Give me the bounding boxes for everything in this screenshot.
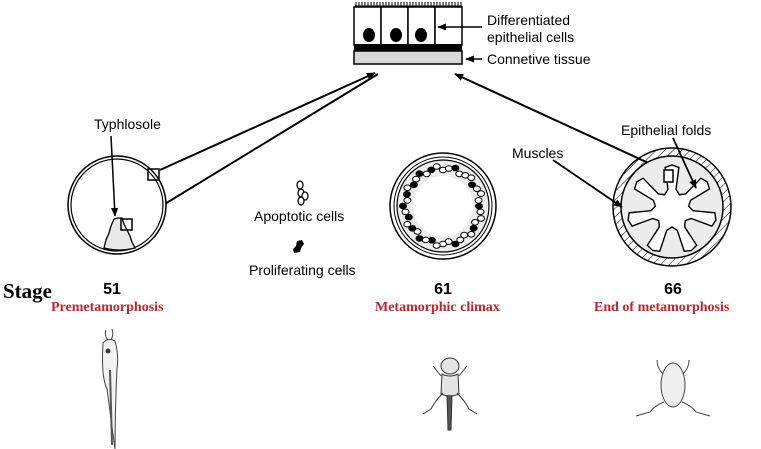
- apoptotic-cell: [477, 190, 485, 197]
- connective-tissue-layer: [353, 50, 463, 65]
- arrow-stage51-outer-to-inset: [159, 72, 376, 171]
- label-typhlosole: Typhlosole: [94, 116, 161, 132]
- metamorphic-froglet-illustration: [422, 357, 478, 431]
- cell-nucleus: [415, 28, 427, 42]
- stage-phase-61: Metamorphic climax: [375, 300, 500, 315]
- froglet-illustration: [635, 359, 711, 417]
- label-differentiated-line1: Differentiated: [487, 12, 571, 28]
- typhlosole-arrow: [110, 135, 119, 217]
- microvilli: [355, 2, 462, 7]
- apoptotic-cell: [456, 236, 465, 244]
- proliferating-cell: [404, 213, 413, 221]
- proliferating-cell: [402, 191, 411, 198]
- apoptotic-cell: [432, 242, 441, 249]
- apoptotic-cell: [403, 184, 412, 192]
- apoptotic-cell: [474, 197, 483, 204]
- apoptotic-cells-glyph: [296, 180, 309, 206]
- tadpole-illustration: [102, 328, 119, 449]
- proliferating-cell: [415, 170, 424, 177]
- label-epithelial-folds: Epithelial folds: [621, 122, 712, 138]
- muscles-arrow: [552, 159, 623, 208]
- proliferating-cell: [451, 164, 460, 172]
- stage-number-61: 61: [434, 281, 452, 298]
- legend-apoptotic-label: Apoptotic cells: [254, 208, 345, 224]
- epithelial-cell: [434, 6, 463, 46]
- epithelial-folds-arrow: [672, 137, 697, 189]
- apoptotic-cell: [403, 220, 412, 228]
- proliferating-cell: [468, 181, 477, 189]
- cell-nucleus: [390, 28, 402, 42]
- detail-box: [663, 169, 674, 183]
- label-muscles: Muscles: [512, 145, 564, 161]
- apoptotic-cell: [460, 231, 469, 239]
- proliferating-cells-glyph: [293, 240, 304, 253]
- proliferating-cell: [427, 166, 436, 174]
- detail-box-inner: [120, 218, 133, 231]
- stage66-cross-section: [552, 137, 732, 267]
- apoptotic-cell: [444, 165, 453, 172]
- stage61-cross-section: [389, 152, 497, 260]
- apoptotic-cell: [432, 163, 441, 170]
- basement-membrane: [354, 44, 462, 51]
- stage-phase-51: Premetamorphosis: [51, 300, 164, 315]
- arrow-stage66-to-inset: [454, 73, 669, 173]
- proliferating-cell: [469, 225, 478, 232]
- stage-number-51: 51: [103, 281, 121, 298]
- proliferating-cell: [399, 202, 407, 210]
- apoptotic-cell: [403, 197, 412, 204]
- apoptotic-cell: [467, 231, 476, 238]
- label-differentiated-line2: epithelial cells: [487, 29, 575, 45]
- proliferating-cell: [475, 202, 483, 210]
- stage-phase-66: End of metamorphosis: [594, 300, 730, 315]
- apoptotic-cell: [477, 215, 485, 222]
- label-connective-tissue: Connetive tissue: [487, 51, 591, 67]
- apoptotic-cell: [412, 175, 421, 183]
- stage51-cross-section: [67, 135, 167, 255]
- apoptotic-cell: [401, 208, 410, 216]
- apoptotic-cell: [476, 208, 485, 216]
- proliferating-cell: [451, 240, 460, 248]
- apoptotic-cell: [471, 219, 480, 226]
- epithelium-inset: [353, 2, 482, 65]
- arrow-stage51-inner-to-inset: [131, 73, 379, 225]
- proliferating-cell: [415, 235, 424, 242]
- typhlosole: [103, 217, 136, 251]
- proliferating-cell: [408, 225, 417, 232]
- detail-box-outer: [147, 168, 160, 181]
- apoptotic-cell: [422, 170, 431, 178]
- proliferating-cell: [409, 181, 418, 189]
- apoptotic-cell: [467, 174, 476, 181]
- stage-number-66: 66: [664, 281, 682, 298]
- cell-ring: [399, 163, 485, 249]
- stage-axis-label: Stage: [3, 279, 52, 303]
- legend-proliferating-label: Proliferating cells: [249, 262, 356, 278]
- apoptotic-cell: [472, 185, 481, 192]
- cell-nucleus: [363, 28, 375, 42]
